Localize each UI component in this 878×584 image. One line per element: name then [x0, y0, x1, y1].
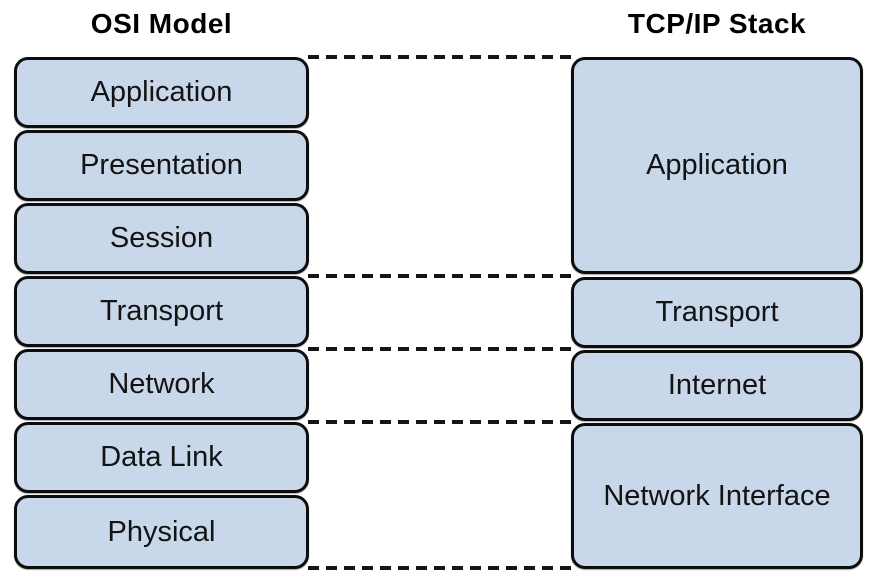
- osi-layer-label: Session: [109, 222, 214, 254]
- osi-column-title: OSI Model: [90, 8, 233, 39]
- tcpip-layer-internet: Internet: [571, 350, 863, 421]
- osi-layer-label: Presentation: [80, 149, 243, 181]
- tcpip-column-title: TCP/IP Stack: [627, 8, 807, 39]
- osi-layer-label: Data Link: [100, 441, 223, 473]
- osi-layer-network: Network: [14, 349, 309, 420]
- osi-layer-presentation: Presentation: [14, 130, 309, 201]
- tcpip-layer-network-interface: Network Interface: [571, 423, 863, 569]
- tcpip-layer-label: Application: [646, 149, 788, 181]
- tcpip-layer-application: Application: [571, 57, 863, 274]
- osi-layer-label: Network: [108, 368, 215, 400]
- osi-layer-application: Application: [14, 57, 309, 128]
- tcpip-layer-transport: Transport: [571, 277, 863, 348]
- mapping-line-bottom: [308, 566, 572, 570]
- osi-layer-transport: Transport: [14, 276, 309, 347]
- osi-layer-physical: Physical: [14, 495, 309, 569]
- osi-layer-label: Physical: [107, 515, 216, 548]
- tcpip-layer-label: Network Interface: [603, 479, 831, 512]
- tcpip-layer-label: Transport: [655, 296, 779, 328]
- osi-layer-label: Application: [90, 76, 233, 108]
- tcpip-layer-label: Internet: [667, 369, 767, 401]
- osi-layer-session: Session: [14, 203, 309, 274]
- osi-layer-datalink: Data Link: [14, 422, 309, 493]
- mapping-line-application-transport: [308, 274, 572, 278]
- mapping-line-transport-internet: [308, 347, 572, 351]
- mapping-line-internet-networkinterface: [308, 420, 572, 424]
- mapping-line-top: [308, 55, 572, 59]
- osi-layer-label: Transport: [99, 295, 224, 327]
